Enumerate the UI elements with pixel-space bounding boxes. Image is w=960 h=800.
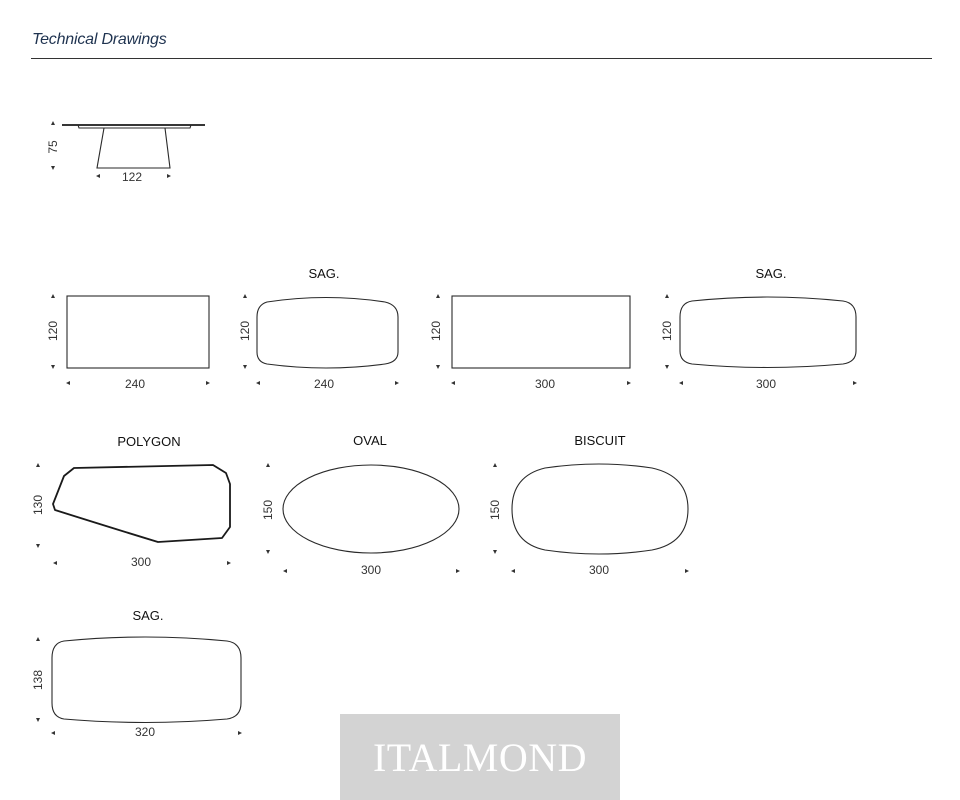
table-outline <box>282 464 460 554</box>
table-outline <box>256 296 399 369</box>
width-label: 300 <box>361 563 381 577</box>
height-label: 120 <box>660 321 674 341</box>
drawing-table-240-sag: SAG. 120 240 <box>238 266 399 391</box>
table-outline <box>451 295 631 369</box>
table-outline <box>52 464 231 543</box>
width-label: 320 <box>135 725 155 739</box>
table-outline <box>679 296 857 369</box>
table-outline <box>66 295 210 369</box>
shape-label: SAG. <box>755 266 786 281</box>
table-base <box>96 127 171 169</box>
shape-label: OVAL <box>353 433 387 448</box>
width-label: 300 <box>131 555 151 569</box>
watermark: ITALMOND <box>340 714 620 800</box>
watermark-logo-text: ITALMOND <box>372 734 588 780</box>
side-width-label: 122 <box>122 170 142 184</box>
shape-label: SAG. <box>132 608 163 623</box>
drawing-table-320-sag: SAG. 138 320 <box>31 608 242 739</box>
height-label: 150 <box>488 500 502 520</box>
shape-label: BISCUIT <box>574 433 625 448</box>
height-label: 138 <box>31 670 45 690</box>
width-label: 240 <box>125 377 145 391</box>
height-label: 120 <box>46 321 60 341</box>
shape-label: SAG. <box>308 266 339 281</box>
drawing-table-oval: OVAL 150 300 <box>261 433 460 577</box>
drawing-table-300-sag: SAG. 120 300 <box>660 266 857 391</box>
width-label: 300 <box>535 377 555 391</box>
height-label: 130 <box>31 495 45 515</box>
header-divider <box>31 58 932 59</box>
table-outline <box>511 463 689 555</box>
table-outline <box>51 636 242 724</box>
shape-label: POLYGON <box>117 434 180 449</box>
width-label: 240 <box>314 377 334 391</box>
drawing-side-view: 75 122 <box>46 121 205 184</box>
drawing-table-polygon: POLYGON 130 300 <box>31 434 231 569</box>
height-label: 150 <box>261 500 275 520</box>
width-label: 300 <box>756 377 776 391</box>
side-height-label: 75 <box>46 140 60 154</box>
drawing-table-240-rect: 120 240 <box>46 294 210 391</box>
page-title: Technical Drawings <box>32 31 167 48</box>
height-label: 120 <box>238 321 252 341</box>
height-label: 120 <box>429 321 443 341</box>
drawing-table-300-rect: 120 300 <box>429 294 631 391</box>
drawing-table-biscuit: BISCUIT 150 300 <box>488 433 689 577</box>
width-label: 300 <box>589 563 609 577</box>
